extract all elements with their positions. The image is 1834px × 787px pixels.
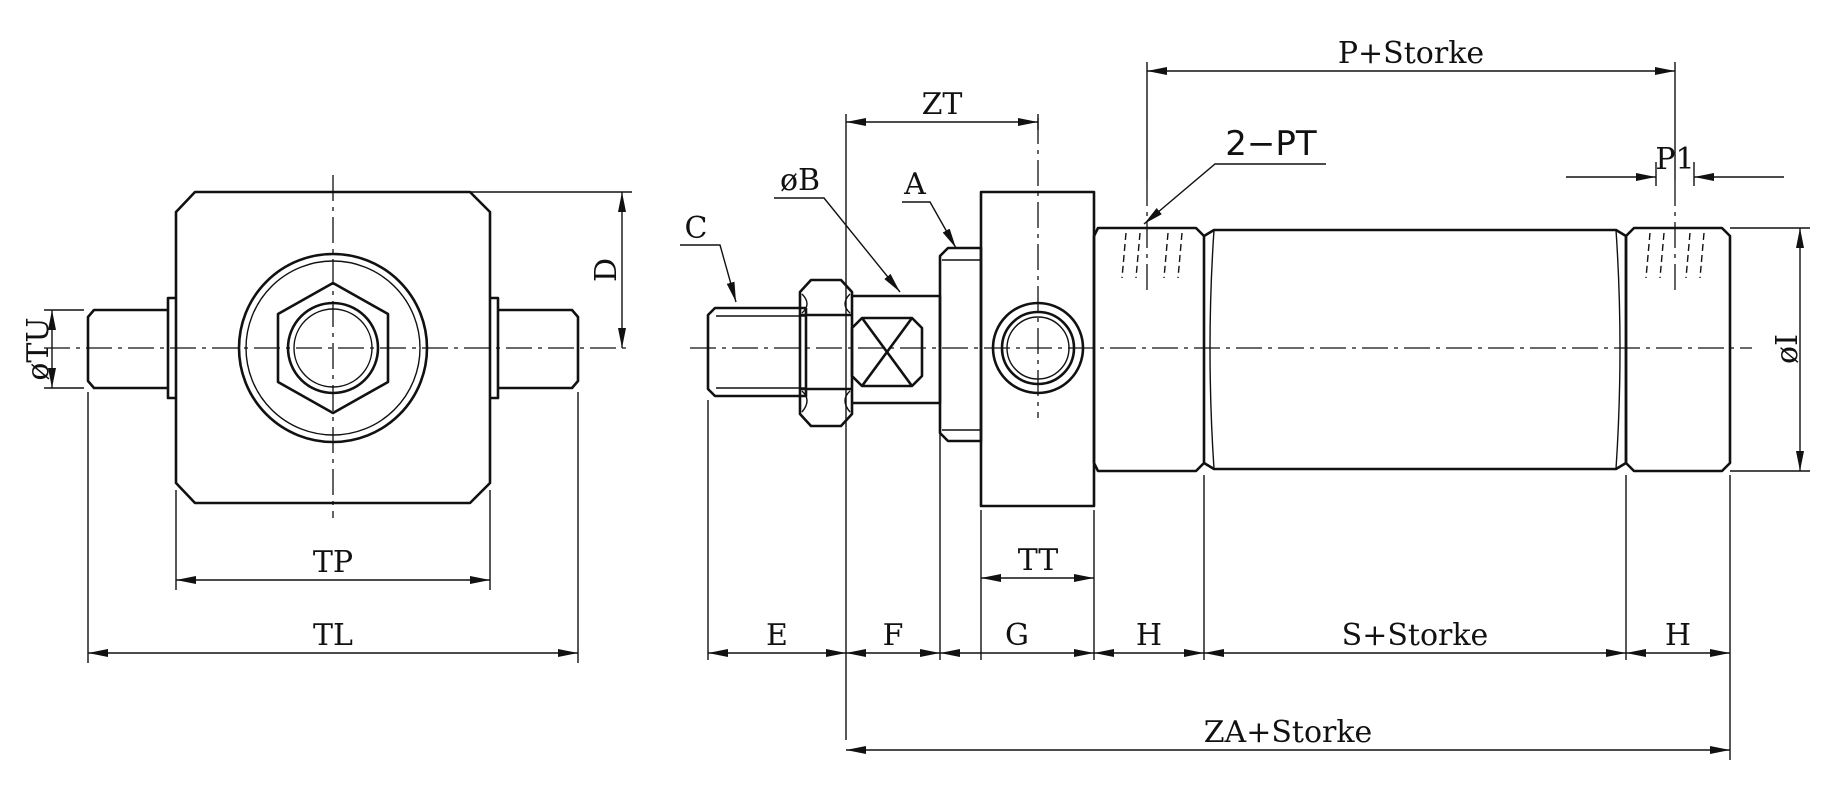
a-leader — [902, 201, 957, 249]
rear-port-hidden-3 — [1685, 232, 1691, 279]
label-g: G — [1005, 618, 1029, 653]
flat-cross-2 — [860, 317, 914, 387]
hex-nut-side — [798, 278, 854, 428]
front-port-hidden-2 — [1135, 232, 1141, 279]
label-dia-i: øI — [1770, 334, 1805, 364]
label-h-left: H — [1136, 618, 1162, 653]
label-2-pt: 2−PT — [1225, 124, 1317, 164]
rear-port-hidden-1 — [1645, 232, 1651, 279]
hex-nut — [276, 281, 390, 415]
pt-leader — [1143, 163, 1326, 225]
b-leader — [774, 197, 901, 293]
label-tt: TT — [1018, 543, 1059, 578]
rod-thread — [706, 306, 808, 398]
side-view: C øB A 2−PT ZT P+Storke P1 øI — [680, 36, 1810, 760]
label-h-right: H — [1665, 618, 1691, 653]
barrel-crimp — [1209, 229, 1621, 470]
label-a: A — [903, 167, 926, 202]
left-trunnion-pin — [86, 296, 176, 400]
label-f: F — [883, 618, 904, 653]
c-leader — [680, 244, 737, 303]
label-p1: P1 — [1655, 142, 1694, 177]
label-tp: TP — [313, 545, 353, 580]
label-tl: TL — [313, 618, 353, 653]
gland-nut — [938, 246, 983, 443]
label-c: C — [685, 211, 708, 246]
label-za-storke: ZA+Storke — [1204, 715, 1373, 750]
label-dia-b: øB — [780, 163, 820, 198]
front-view: øTU D TP TL — [21, 175, 632, 663]
label-d: D — [589, 258, 624, 282]
front-end-cap — [1092, 226, 1206, 473]
front-port-hidden-4 — [1177, 232, 1183, 279]
front-body-square — [174, 190, 492, 505]
rear-end-cap — [1624, 226, 1732, 473]
barrel — [1203, 228, 1628, 471]
nut-chamfer-arcs — [801, 293, 851, 413]
label-e: E — [766, 618, 788, 653]
label-p-storke: P+Storke — [1338, 36, 1484, 71]
label-s-storke: S+Storke — [1342, 618, 1489, 653]
front-port-hidden-1 — [1121, 232, 1127, 279]
label-zt: ZT — [922, 87, 963, 122]
rear-port-hidden-4 — [1699, 232, 1705, 279]
label-dia-tu: øTU — [21, 317, 56, 380]
rear-port-hidden-2 — [1659, 232, 1665, 279]
front-port-hidden-3 — [1163, 232, 1169, 279]
